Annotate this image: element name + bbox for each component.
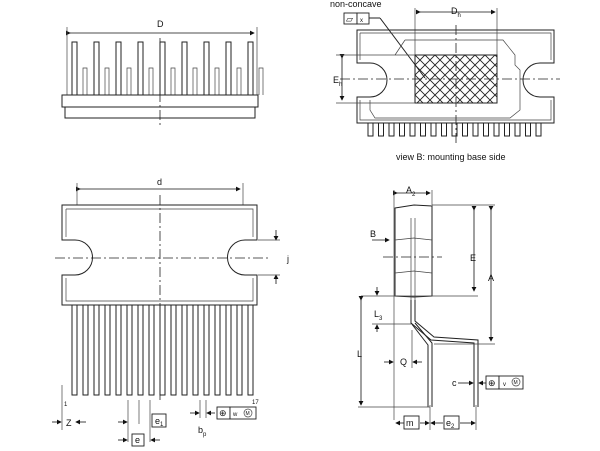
front-view-leads	[71, 305, 254, 396]
lead	[493, 123, 500, 137]
dim-Dh-label: Dh	[451, 6, 461, 19]
lead	[367, 123, 374, 137]
dim-c-label: c	[452, 378, 457, 388]
dim-d-label: d	[157, 177, 162, 187]
lead	[483, 123, 489, 137]
lead	[203, 41, 210, 95]
dim-e-label: e	[135, 435, 140, 445]
front-view: d j 1 17 Z e1 e bp ⊕ w M	[52, 177, 289, 447]
dim-L-label: L	[357, 349, 362, 359]
lead	[137, 41, 144, 95]
dim-j-label: j	[286, 254, 289, 264]
lead	[225, 305, 232, 396]
lead	[170, 67, 176, 95]
lead	[159, 305, 166, 396]
lead	[247, 305, 254, 396]
dim-Z-label: Z	[66, 418, 72, 428]
lead	[115, 41, 122, 95]
lead	[159, 41, 166, 95]
lead	[420, 123, 426, 137]
lead	[71, 41, 78, 95]
lead	[399, 123, 405, 137]
lead	[504, 123, 510, 137]
position-tolerance-symbol: ⊕	[219, 408, 227, 418]
lead	[148, 67, 154, 95]
lead	[378, 123, 384, 137]
mounting-base-view: non-concave ▱ x Dh Eh view B: mounting b…	[330, 0, 560, 162]
mounting-view-pins	[367, 123, 542, 137]
dim-D-label: D	[157, 19, 164, 29]
lead	[137, 305, 144, 396]
lead	[192, 67, 198, 95]
dim-A2-label: A2	[406, 185, 416, 198]
dim-Eh-label: Eh	[333, 75, 342, 88]
lead	[430, 123, 437, 137]
side-view: A2 B E A L3 L Q c ⊕ v M	[357, 185, 524, 430]
dim-L3-label: L3	[374, 309, 383, 322]
lead	[181, 305, 188, 396]
lead	[148, 305, 155, 396]
lead	[192, 305, 199, 396]
lead	[225, 41, 232, 95]
lead	[214, 67, 220, 95]
lead	[525, 123, 531, 137]
lead	[82, 305, 89, 396]
top-view: D	[61, 19, 264, 126]
tolerance-w-label: w	[232, 412, 238, 418]
lead	[236, 67, 242, 95]
lead	[71, 305, 78, 396]
lead	[441, 123, 447, 137]
lead	[104, 67, 110, 95]
tolerance-v-label: v	[503, 382, 506, 388]
lead	[126, 67, 132, 95]
lead	[258, 67, 264, 95]
lead	[472, 123, 479, 137]
dim-Q-label: Q	[400, 357, 407, 367]
lead	[409, 123, 416, 137]
lead	[93, 41, 100, 95]
top-view-leads	[71, 41, 264, 95]
dim-e1-label: e1	[155, 416, 164, 428]
lead	[104, 305, 111, 396]
dim-m-label: m	[406, 418, 414, 428]
lead	[462, 123, 468, 137]
lead	[126, 305, 133, 396]
non-concave-note: non-concave	[330, 0, 382, 9]
pin-1-label: 1	[64, 402, 68, 408]
lead	[170, 305, 177, 396]
pin-17-label: 17	[252, 400, 259, 406]
lead	[451, 123, 458, 137]
lead	[388, 123, 395, 137]
lead	[247, 41, 254, 95]
tolerance-modifier-M: M	[246, 411, 250, 417]
dim-E-label: E	[470, 253, 476, 263]
flatness-ref: x	[360, 18, 363, 24]
view-b-caption: view B: mounting base side	[396, 152, 506, 162]
lead	[214, 305, 221, 396]
view-B-arrow-label: B	[370, 229, 376, 239]
lead	[115, 305, 122, 396]
side-tolerance-modifier-M: M	[514, 380, 518, 386]
flatness-symbol: ▱	[346, 14, 353, 24]
lead	[514, 123, 521, 137]
dim-bp-label: bp	[198, 425, 207, 438]
lead	[181, 41, 188, 95]
lead	[203, 305, 210, 396]
dim-A-label: A	[488, 273, 494, 283]
lead	[236, 305, 243, 396]
dim-e2-label: e2	[446, 418, 455, 430]
side-position-tolerance-symbol: ⊕	[488, 378, 496, 388]
lead	[535, 123, 542, 137]
lead	[82, 67, 88, 95]
lead	[93, 305, 100, 396]
